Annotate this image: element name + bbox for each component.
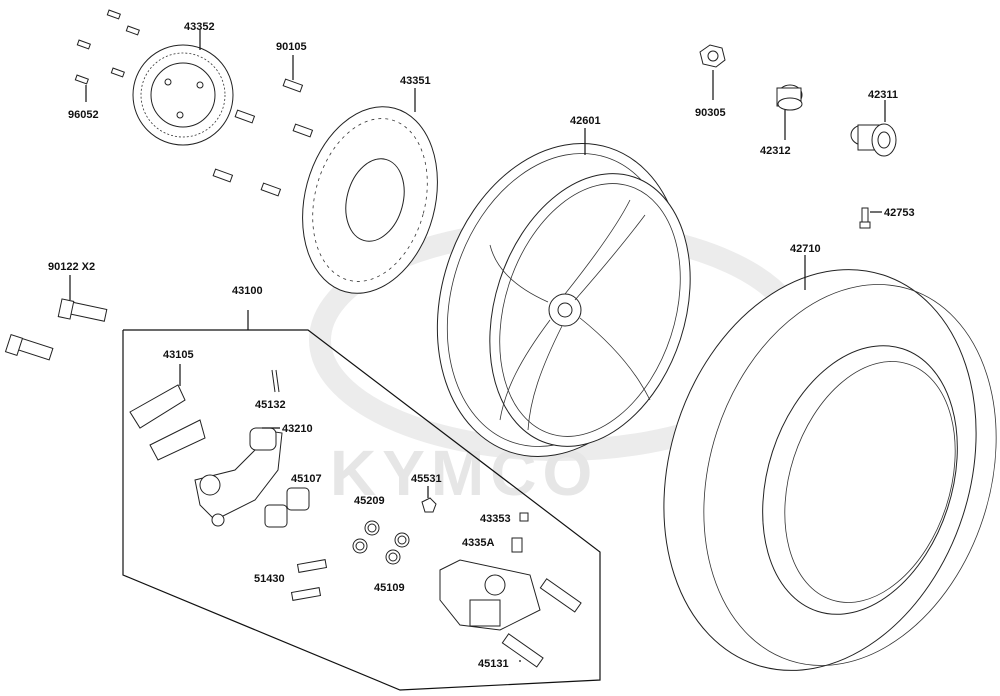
tire-valve xyxy=(859,207,871,229)
label-43210: 43210 xyxy=(282,423,313,435)
label-90122: 90122 X2 xyxy=(48,261,95,273)
axle-nut xyxy=(699,44,726,68)
brake-disc xyxy=(302,106,438,294)
rear-tire xyxy=(663,269,997,671)
label-45131: 45131 xyxy=(478,658,509,670)
label-51430: 51430 xyxy=(254,573,285,585)
bleeder-cap xyxy=(421,497,437,513)
caliper-body xyxy=(439,559,541,631)
brake-pads xyxy=(129,384,206,461)
label-45107: 45107 xyxy=(291,473,322,485)
label-90305: 90305 xyxy=(695,107,726,119)
pad-pin xyxy=(290,559,328,601)
label-96052: 96052 xyxy=(68,109,99,121)
axle-bolts xyxy=(4,298,108,361)
label-45531: 45531 xyxy=(411,473,442,485)
label-43353: 43353 xyxy=(480,513,511,525)
label-90105: 90105 xyxy=(276,41,307,53)
disc-bolts xyxy=(212,78,314,197)
label-42311: 42311 xyxy=(868,89,898,101)
label-45132: 45132 xyxy=(255,399,286,411)
caliper-bracket xyxy=(194,427,283,527)
guide-pins xyxy=(501,578,582,668)
abs-tone-ring xyxy=(132,44,234,146)
label-42312: 42312 xyxy=(760,145,791,157)
small-screws xyxy=(74,9,140,85)
label-43352: 43352 xyxy=(184,21,215,33)
bleeder-screw xyxy=(511,512,529,553)
wheel-bushing xyxy=(850,123,897,157)
pin-sleeves xyxy=(264,487,310,528)
label-42601: 42601 xyxy=(570,115,601,127)
piston-seals xyxy=(352,520,410,565)
rear-rim xyxy=(436,143,691,457)
label-43105: 43105 xyxy=(163,349,194,361)
label-45109: 45109 xyxy=(374,582,405,594)
label-43100: 43100 xyxy=(232,285,263,297)
label-42753: 42753 xyxy=(884,207,915,219)
pad-spring xyxy=(271,369,280,393)
label-42710: 42710 xyxy=(790,243,821,255)
caliper-assembly-outline xyxy=(122,329,601,691)
spacer-collar xyxy=(776,84,803,111)
label-4335A: 4335A xyxy=(462,537,494,549)
label-45209: 45209 xyxy=(354,495,385,507)
label-43351: 43351 xyxy=(400,75,431,87)
